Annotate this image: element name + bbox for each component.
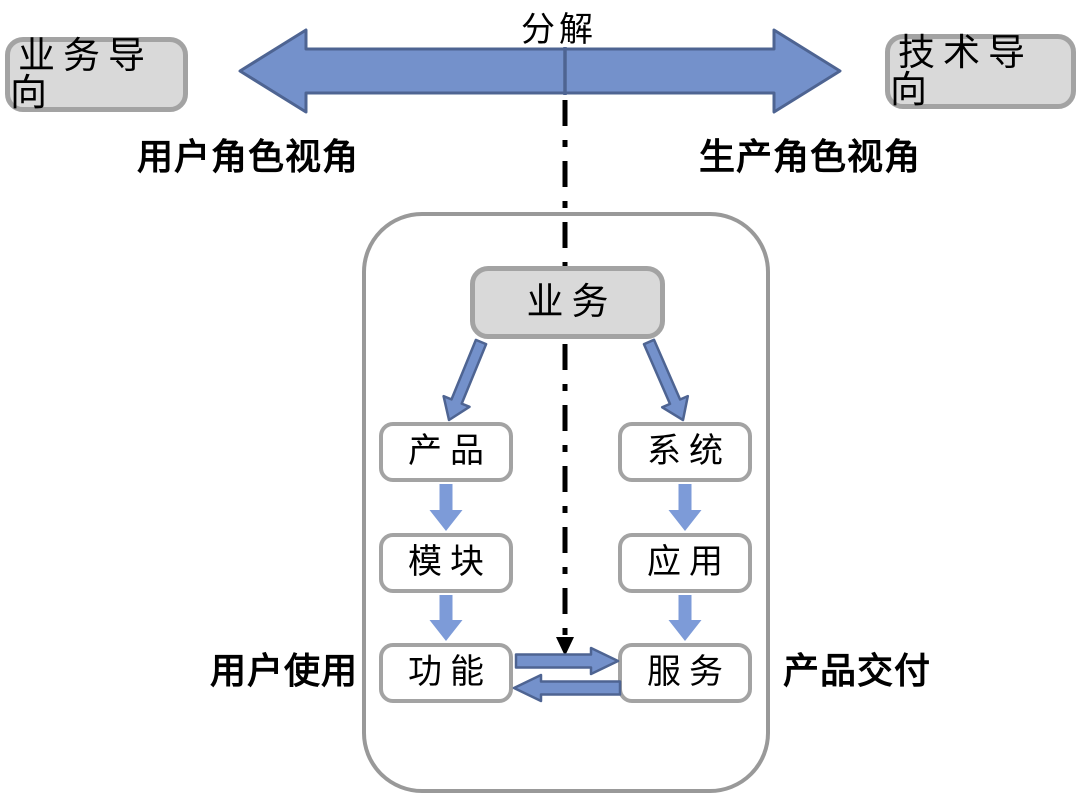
business-root-box: 业务 — [470, 266, 665, 339]
module-box: 模块 — [379, 533, 513, 593]
diagram-title: 分解 — [521, 12, 597, 49]
production-role-perspective-label: 生产角色视角 — [698, 137, 921, 177]
product-delivery-label: 产品交付 — [783, 651, 932, 691]
product-box: 产品 — [379, 422, 513, 482]
decomposition-container — [362, 212, 770, 793]
user-usage-label: 用户使用 — [209, 651, 358, 691]
system-box: 系统 — [618, 422, 752, 482]
technology-oriented-label: 技术导向 — [890, 32, 1033, 111]
business-root-label: 业务 — [526, 282, 617, 323]
technology-oriented-box: 技术导向 — [885, 34, 1076, 109]
application-box: 应用 — [618, 533, 752, 593]
function-box: 功能 — [379, 643, 513, 703]
user-role-perspective-label: 用户角色视角 — [136, 137, 359, 177]
service-box: 服务 — [618, 643, 752, 703]
business-oriented-box: 业务导向 — [5, 37, 188, 112]
business-oriented-label: 业务导向 — [10, 35, 153, 114]
